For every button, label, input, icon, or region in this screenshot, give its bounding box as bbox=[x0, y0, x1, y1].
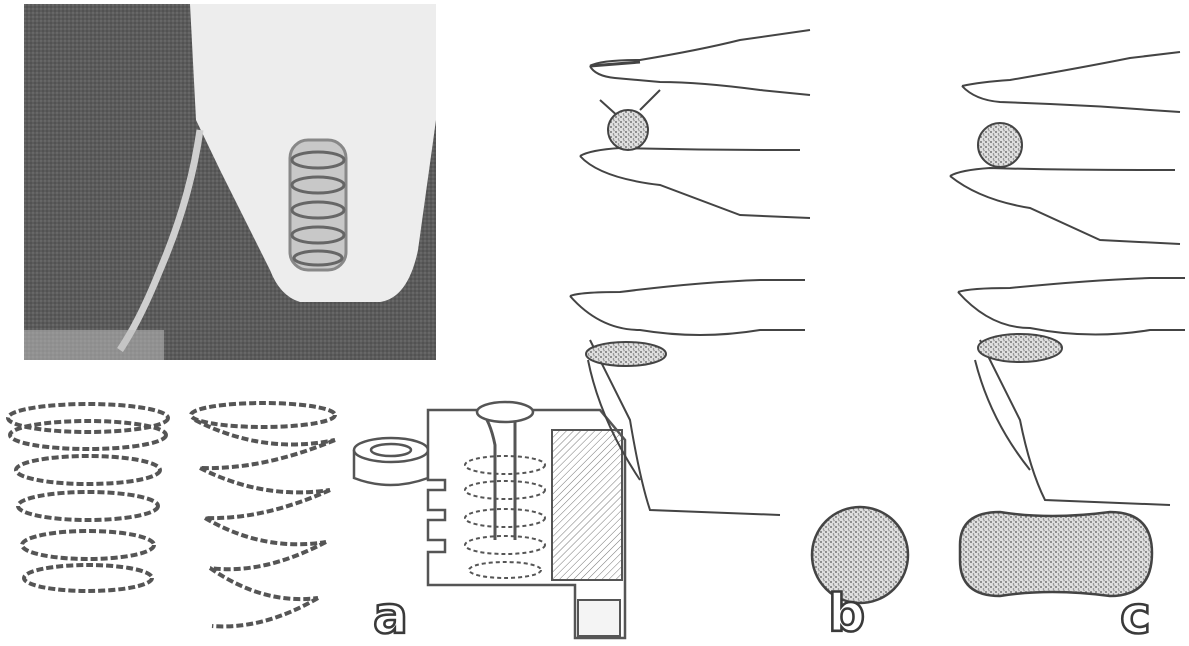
panel-b-fingers-sphere bbox=[580, 30, 810, 218]
panel-c-flattened-section bbox=[960, 512, 1152, 596]
panel-c-fingers-sphere bbox=[950, 52, 1180, 244]
coil-spring-loose bbox=[191, 403, 335, 626]
panel-a-photo bbox=[24, 4, 436, 360]
panel-label-a: a bbox=[373, 590, 408, 642]
panel-label-b: b bbox=[828, 588, 865, 640]
embedded-spring bbox=[290, 140, 346, 270]
wax-ring bbox=[354, 438, 428, 485]
coil-spring-cylindrical bbox=[8, 404, 168, 591]
panel-label-c: c bbox=[1120, 590, 1151, 642]
panel-c-fingers-disc bbox=[958, 278, 1185, 505]
spring-mold-cutaway bbox=[428, 402, 625, 638]
